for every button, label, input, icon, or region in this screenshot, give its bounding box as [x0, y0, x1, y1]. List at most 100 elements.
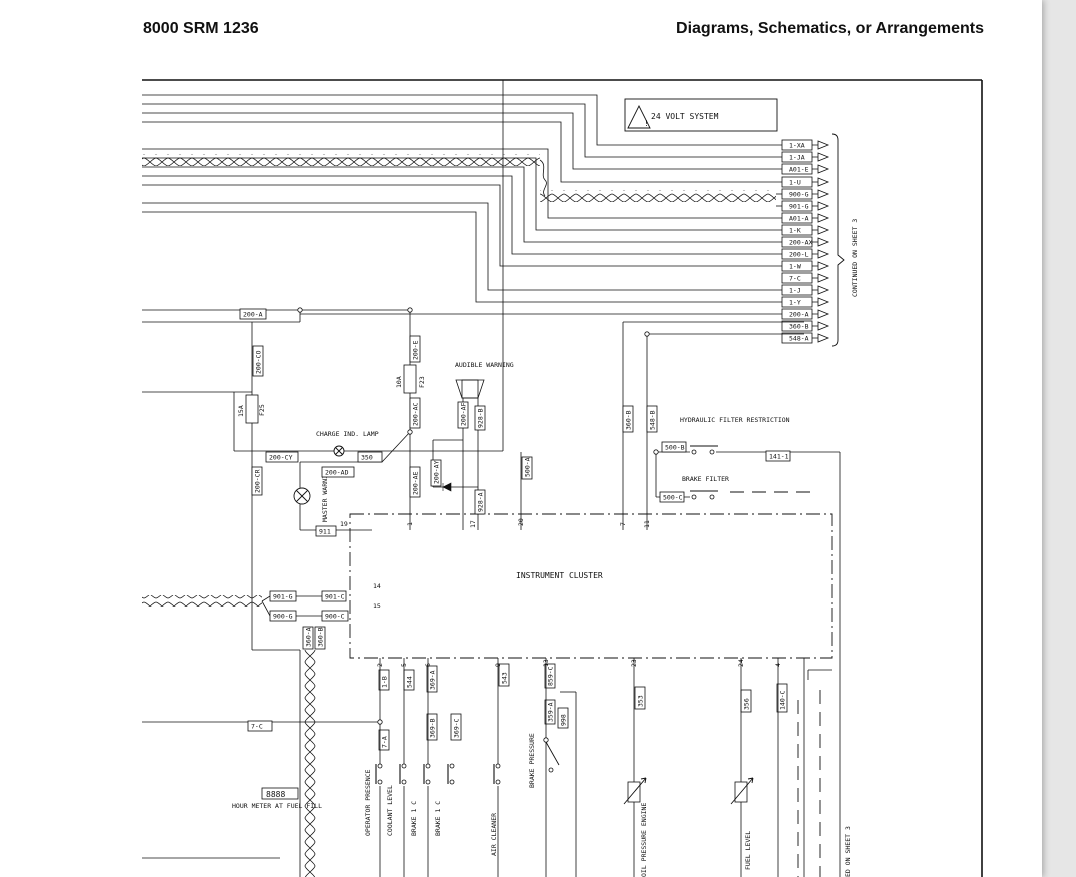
- fuse-f23-icon: [403, 364, 417, 394]
- wire-w356-label: 356: [743, 698, 751, 710]
- pin-p7: 7: [619, 522, 627, 526]
- connector-14-arrow-icon: [812, 309, 830, 319]
- junction-dot-3: [644, 331, 650, 337]
- wire-w900c-box: [321, 610, 349, 622]
- pin-p1: 1: [406, 522, 414, 526]
- hydraulic-filter-label: HYDRAULIC FILTER RESTRICTION: [680, 416, 790, 424]
- sensor-brake2-label: BRAKE 1 C: [434, 801, 442, 836]
- wire-w7c-box: [247, 720, 273, 732]
- wire-w901g-label: 901-G: [273, 593, 293, 601]
- connector-10-arrow-icon: [812, 261, 830, 271]
- connector-6-arrow-icon: [812, 213, 830, 223]
- switch-0-contact-bottom: [377, 779, 383, 785]
- wire-w360b2-box: [314, 626, 326, 650]
- wire-w1411-label: 141-1: [769, 453, 789, 461]
- filter-switch-contact-0: [691, 449, 697, 455]
- wire-w360a-box: [302, 626, 314, 650]
- instrument-cluster-label: INSTRUMENT CLUSTER: [516, 571, 603, 580]
- continued-label-bottom: ED ON SHEET 3: [844, 826, 852, 877]
- instrument-cluster-box: [349, 513, 833, 659]
- junction-dot-2: [297, 307, 303, 313]
- harness-wires: [142, 94, 782, 315]
- hour-meter-display: 8888: [266, 790, 285, 799]
- sensor-oil-label: OIL PRESSURE ENGINE: [640, 803, 648, 877]
- connector-3-label: 1-U: [789, 179, 801, 187]
- pin-p19: 19: [340, 520, 348, 528]
- wire-w928b-box: [474, 405, 486, 431]
- connector-13-arrow-icon: [812, 297, 830, 307]
- wire-w928b-label: 928-B: [477, 408, 485, 428]
- pin-p14: 14: [373, 582, 381, 590]
- wire-w200ay-label: 200-AY: [433, 460, 441, 484]
- wire-w901c-box: [321, 590, 347, 602]
- wire-w548b-box: [646, 405, 658, 433]
- connector-2-label: A01-E: [789, 166, 809, 174]
- connector-2-arrow-icon: [812, 164, 830, 174]
- middle-wiring: [142, 80, 841, 877]
- wire-w1411-box: [765, 450, 791, 462]
- wire-w200af-label: 200-AF: [460, 402, 468, 426]
- wire-w350-box: [357, 451, 383, 463]
- wire-w369a-label: 369-A: [429, 670, 437, 690]
- connector-7-label: 1-K: [789, 227, 801, 235]
- wire-w901g-box: [269, 590, 297, 602]
- wire-w350-label: 350: [361, 454, 373, 462]
- connector-1-label: 1-JA: [789, 154, 805, 162]
- sensor-brake_pressure-label: BRAKE PRESSURE: [528, 733, 536, 788]
- wire-w911-box: [315, 525, 337, 537]
- wire-w500a-label: 500-A: [524, 457, 532, 477]
- wire-w500b-label: 500-B: [665, 444, 685, 452]
- connector-4-arrow-icon: [812, 189, 830, 199]
- system-label: 24 VOLT SYSTEM: [651, 112, 719, 121]
- connector-16-label: 548-A: [789, 335, 809, 343]
- wire-w200ac-label: 200-AC: [412, 402, 420, 426]
- master-warning-label: MASTER WARNING: [321, 467, 329, 522]
- section-title: Diagrams, Schematics, or Arrangements: [676, 20, 984, 37]
- connector-8-label: 200-AX: [789, 239, 813, 247]
- lower-wiring: [142, 658, 832, 877]
- pin-p15: 15: [373, 602, 381, 610]
- connector-12-label: 1-J: [789, 287, 801, 295]
- fuse-f23-rating: 10A: [395, 376, 403, 388]
- connector-15-arrow-icon: [812, 321, 830, 331]
- wire-w998-box: [557, 707, 569, 729]
- switch-3-contact-top: [449, 763, 455, 769]
- dashed-lower-lines: [730, 491, 821, 877]
- pin-p11: 11: [643, 520, 651, 528]
- wire-w859c-box: [544, 663, 556, 689]
- sensor-coolant-label: COOLANT LEVEL: [386, 785, 394, 836]
- wire-w500c-box: [659, 491, 685, 503]
- switch-4-contact-top: [495, 763, 501, 769]
- wire-w1b-label: 1-B: [381, 676, 389, 688]
- wire-w7c-label: 7-C: [251, 723, 263, 731]
- connector-9-label: 200-L: [789, 251, 809, 259]
- wire-w200a_left-box: [239, 308, 267, 320]
- sensor-brake1-label: BRAKE 1 C: [410, 801, 418, 836]
- junction-dot-5: [377, 719, 383, 725]
- master-warning-lamp-icon: [293, 487, 311, 505]
- connector-9-arrow-icon: [812, 249, 830, 259]
- switch-2-contact-bottom: [425, 779, 431, 785]
- wire-w359a-label: 359-A: [547, 702, 555, 722]
- wire-w200ad-label: 200-AD: [325, 469, 349, 477]
- wire-w353-label: 353: [637, 695, 645, 707]
- connector-1-arrow-icon: [812, 152, 830, 162]
- brake-pressure-switch-contact-2: [548, 767, 554, 773]
- wire-w543-box: [498, 663, 510, 687]
- wire-w200cr-box: [251, 466, 263, 496]
- document-number: 8000 SRM 1236: [143, 20, 259, 37]
- fuse-f25-rating: 15A: [237, 405, 245, 417]
- wire-w360b2-label: 360-B: [317, 627, 325, 647]
- connector-11-arrow-icon: [812, 273, 830, 283]
- connector-8-arrow-icon: [812, 237, 830, 247]
- sensor-fuel-label: FUEL LEVEL: [744, 831, 752, 870]
- sheet-frame: [142, 79, 983, 877]
- fuse-f23-label: F23: [418, 376, 426, 388]
- wire-w928a-label: 928-A: [477, 492, 485, 512]
- wire-w140c-label: 140-C: [779, 690, 787, 710]
- wire-w200co-box: [252, 345, 264, 377]
- fuse-f25-label: F25: [258, 404, 266, 416]
- connector-6-label: A01-A: [789, 215, 809, 223]
- switch-1-contact-top: [401, 763, 407, 769]
- switch-3-contact-bottom: [449, 779, 455, 785]
